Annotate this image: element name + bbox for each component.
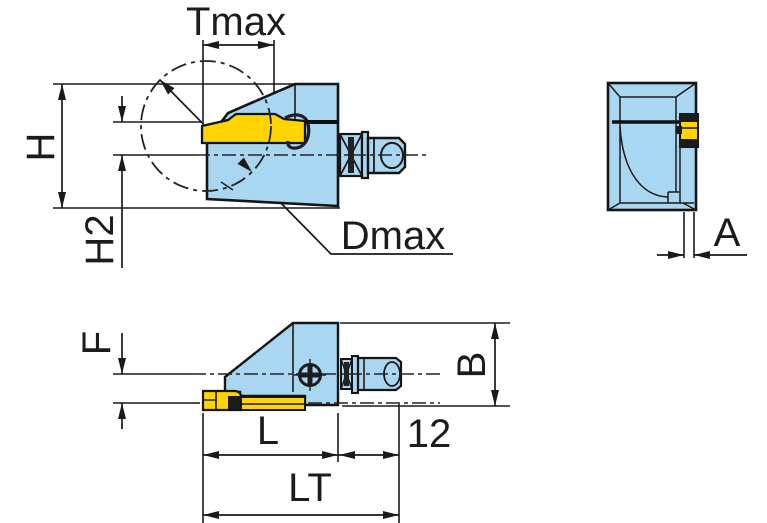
dmax-phantom-circle [140,60,272,192]
arrow-dmax-lower [237,157,252,172]
arrow-a-left [668,251,684,259]
extension-lines [53,40,695,523]
label-12: 12 [406,412,452,456]
front-insert-clamp [284,113,311,150]
arrow-lt-right [383,511,399,519]
label-tmax: Tmax [186,0,286,44]
bottom-neck-waist [344,362,349,386]
label-a: A [713,211,741,255]
centerlines [140,60,440,404]
arrow-b-top [491,323,499,339]
side-chamfer-tr [675,82,697,98]
front-insert [200,112,307,145]
arrow-h-top [58,84,66,100]
label-lt: LT [288,466,332,510]
arrow-12-right [383,451,399,459]
arrow-h-bottom [58,192,66,208]
arrow-lt-left [203,511,219,519]
side-insert-bottom-groove [680,139,698,147]
front-body [205,82,340,208]
arrow-f-bottom [118,403,126,419]
side-insert-seat [676,126,682,134]
arrow-l-left [203,451,219,459]
label-h: H [19,132,63,162]
arrow-h2-top [118,106,126,122]
front-pocket-chamfer [220,181,234,191]
arrow-l-right [322,451,338,459]
label-f: F [75,330,119,356]
bottom-body [223,321,340,407]
bottom-screw [294,359,326,391]
arrow-tmax-right [258,41,274,49]
side-view [606,81,699,212]
arrow-a-right [694,251,710,259]
side-chamfer-bl [607,202,621,211]
front-view [200,82,407,208]
side-chamfer-br [682,202,697,211]
arrow-dmax-upper [160,80,175,95]
label-b: B [450,351,494,379]
arrow-12-left [339,451,355,459]
label-h2: H2 [78,214,122,266]
arrow-h2-bottom [118,155,126,171]
side-chamfer-tl [607,82,621,98]
side-insert-top-groove [680,114,698,122]
arrow-tmax-left [203,41,219,49]
bottom-view [201,321,403,412]
side-relief-arc [619,126,669,198]
arrowheads [58,41,710,519]
arrow-f-top [118,358,126,374]
label-dmax: Dmax [340,214,446,258]
front-neck-waist [348,137,354,173]
side-insert [676,113,699,148]
arrow-b-bottom [491,390,499,406]
label-l: L [256,409,280,453]
bottom-clamp-screw [228,396,241,409]
